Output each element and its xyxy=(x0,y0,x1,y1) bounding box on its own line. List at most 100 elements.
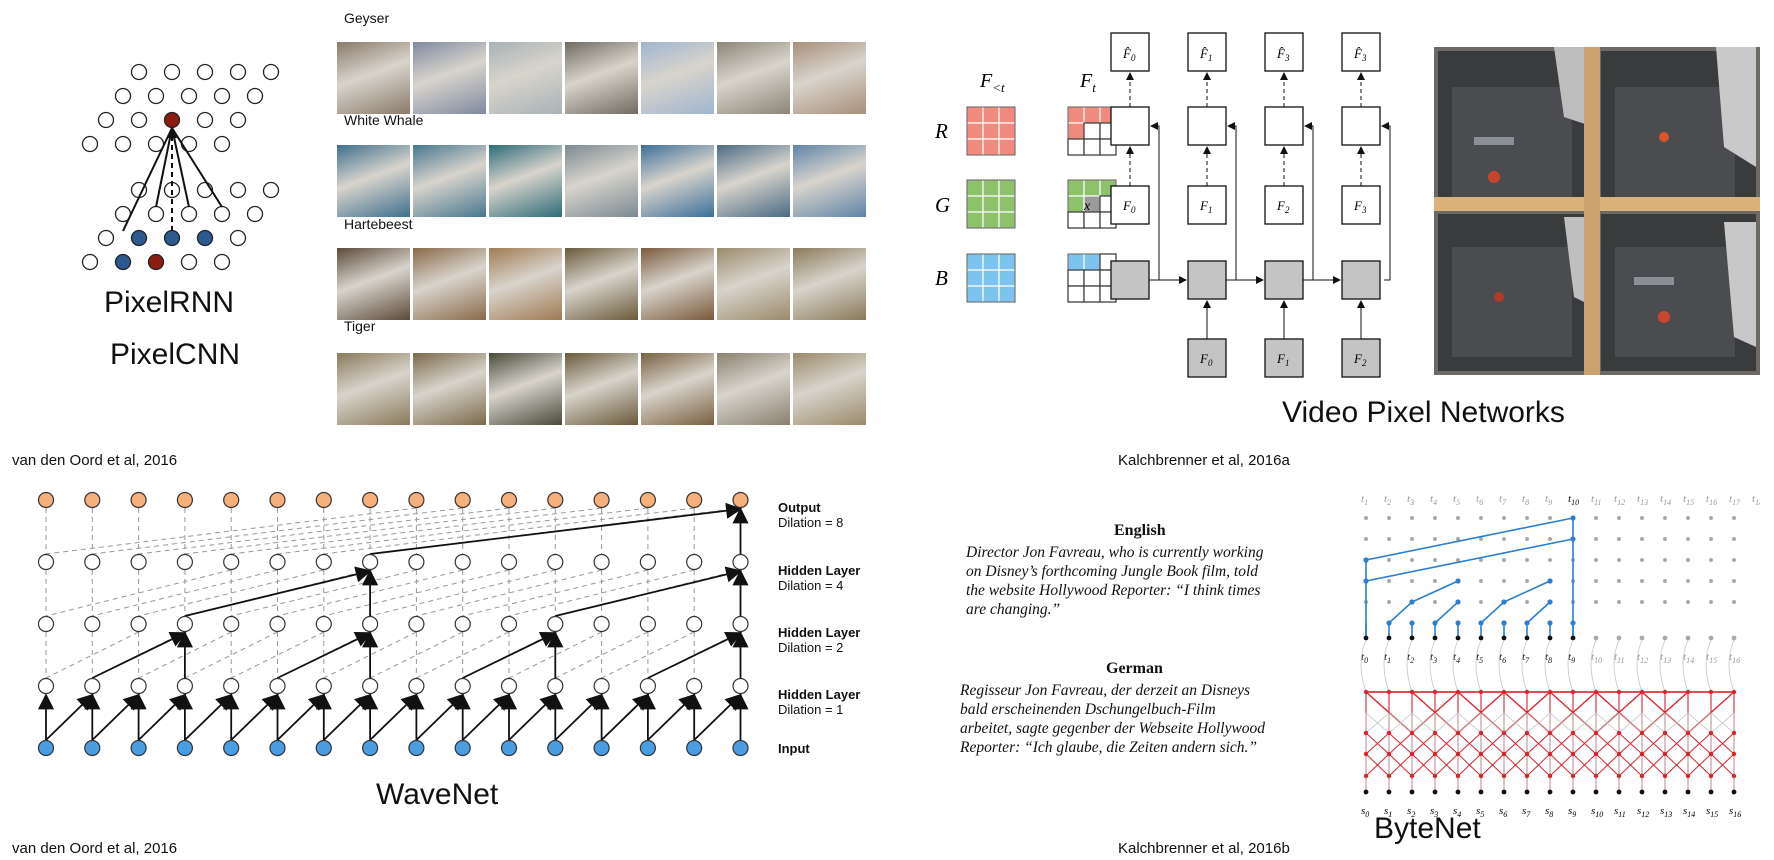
pixel-node xyxy=(114,135,132,153)
decoder-token-label: t6 xyxy=(1499,651,1506,665)
encoder-node xyxy=(1363,730,1369,736)
grid-dot xyxy=(1617,600,1621,604)
prev-b-grid xyxy=(982,285,1000,303)
encoder-node xyxy=(1708,773,1714,779)
grid-dot xyxy=(1479,600,1483,604)
prev-g-grid xyxy=(998,179,1016,197)
decoder-box xyxy=(1187,106,1227,146)
dependency-arrow xyxy=(155,127,173,208)
wavenet-node xyxy=(408,739,425,757)
encoder-node xyxy=(1501,730,1507,736)
encoder-node xyxy=(1409,773,1415,779)
input-frame-box xyxy=(1110,185,1150,225)
grid-dot xyxy=(1410,537,1414,541)
grid-dot xyxy=(1548,537,1552,541)
source-token-label: s15 xyxy=(1706,805,1718,818)
encoder-node xyxy=(1731,773,1737,779)
wavenet-node xyxy=(732,553,749,571)
pixel-node xyxy=(163,229,181,247)
encoder-node xyxy=(1685,689,1691,695)
encoder-node xyxy=(1432,751,1438,757)
input-arrow xyxy=(462,693,511,741)
grid-dot xyxy=(1640,579,1644,583)
pixel-node xyxy=(180,135,198,153)
wavenet-node xyxy=(593,491,610,509)
wavenet-node xyxy=(130,677,147,695)
pixel-node xyxy=(147,253,165,271)
decoder-token-label: t1 xyxy=(1384,651,1391,665)
decoder-node xyxy=(1409,599,1415,605)
encoder-node xyxy=(1547,730,1553,736)
input-arrow xyxy=(276,693,326,741)
grid-dot xyxy=(1525,579,1529,583)
sample-thumbnail xyxy=(565,42,638,114)
pixel-node xyxy=(213,135,231,153)
pixel-node xyxy=(163,63,181,81)
sample-thumbnail xyxy=(489,42,562,114)
grid-dot xyxy=(1640,516,1644,520)
wavenet-node xyxy=(408,677,425,695)
category-label-hartebeest: Hartebeest xyxy=(344,216,413,232)
wavenet-node xyxy=(500,739,518,757)
wavenet-citation: van den Oord et al, 2016 xyxy=(12,840,178,857)
pixel-node xyxy=(81,135,99,153)
source-token-label: s9 xyxy=(1568,805,1576,818)
wavenet-node xyxy=(176,491,193,509)
encoder-node xyxy=(1616,751,1622,757)
encoder-node xyxy=(1455,730,1461,736)
cur-r-grid xyxy=(1083,106,1101,124)
decoder-token-label: t8 xyxy=(1545,651,1552,665)
grid-dot xyxy=(1663,579,1667,583)
grid-dot xyxy=(1709,537,1713,541)
channel-label-b: B xyxy=(935,266,948,290)
grid-dot xyxy=(1686,558,1690,562)
wavenet-node xyxy=(639,615,657,633)
wavenet-title: WaveNet xyxy=(376,778,499,811)
encoder-node xyxy=(1685,751,1691,757)
target-token-label: t10 xyxy=(1568,493,1579,507)
encoder-node xyxy=(1616,730,1622,736)
wavenet-diagram xyxy=(37,491,749,757)
input-arrow xyxy=(184,693,233,741)
pixel-node xyxy=(97,229,115,247)
source-token-label: s5 xyxy=(1476,805,1484,818)
grid-dot xyxy=(1548,558,1552,562)
wavenet-node xyxy=(686,615,703,633)
encoder-node xyxy=(1570,689,1576,695)
prev-r-grid xyxy=(982,122,1000,140)
decoder-node xyxy=(1363,578,1369,584)
cur-r-grid xyxy=(1083,122,1101,140)
decoder-token-label: t7 xyxy=(1522,651,1530,665)
wavenet-node xyxy=(593,739,610,757)
decoder-node xyxy=(1363,557,1369,563)
grid-dot xyxy=(1433,579,1437,583)
grid-dot xyxy=(1732,558,1736,562)
previous-frame-box xyxy=(1264,338,1304,378)
prev-g-grid xyxy=(966,195,984,213)
grid-dot xyxy=(1686,600,1690,604)
prev-g-grid xyxy=(982,211,1000,229)
wavenet-node xyxy=(639,739,657,757)
encoder-node xyxy=(1432,730,1438,736)
pixel-node xyxy=(130,229,148,247)
prev-g-grid xyxy=(982,179,1000,197)
grid-dot xyxy=(1502,558,1506,562)
wavenet-node xyxy=(593,553,610,571)
encoder-box xyxy=(1264,260,1304,300)
wavenet-node xyxy=(37,615,55,633)
previous-frame-box xyxy=(1187,338,1227,378)
encoder-node xyxy=(1685,730,1691,736)
sample-thumbnail xyxy=(413,42,486,114)
source-token-label: s0 xyxy=(1361,805,1369,818)
encoder-node xyxy=(1547,773,1553,779)
wavenet-node xyxy=(84,739,101,757)
grid-dot xyxy=(1663,558,1667,562)
sample-thumbnail xyxy=(641,353,714,425)
wavenet-node xyxy=(454,739,471,757)
decoder-node xyxy=(1455,578,1461,584)
bytenet-citation: Kalchbrenner et al, 2016b xyxy=(1118,840,1290,857)
pixel-node xyxy=(229,229,247,247)
